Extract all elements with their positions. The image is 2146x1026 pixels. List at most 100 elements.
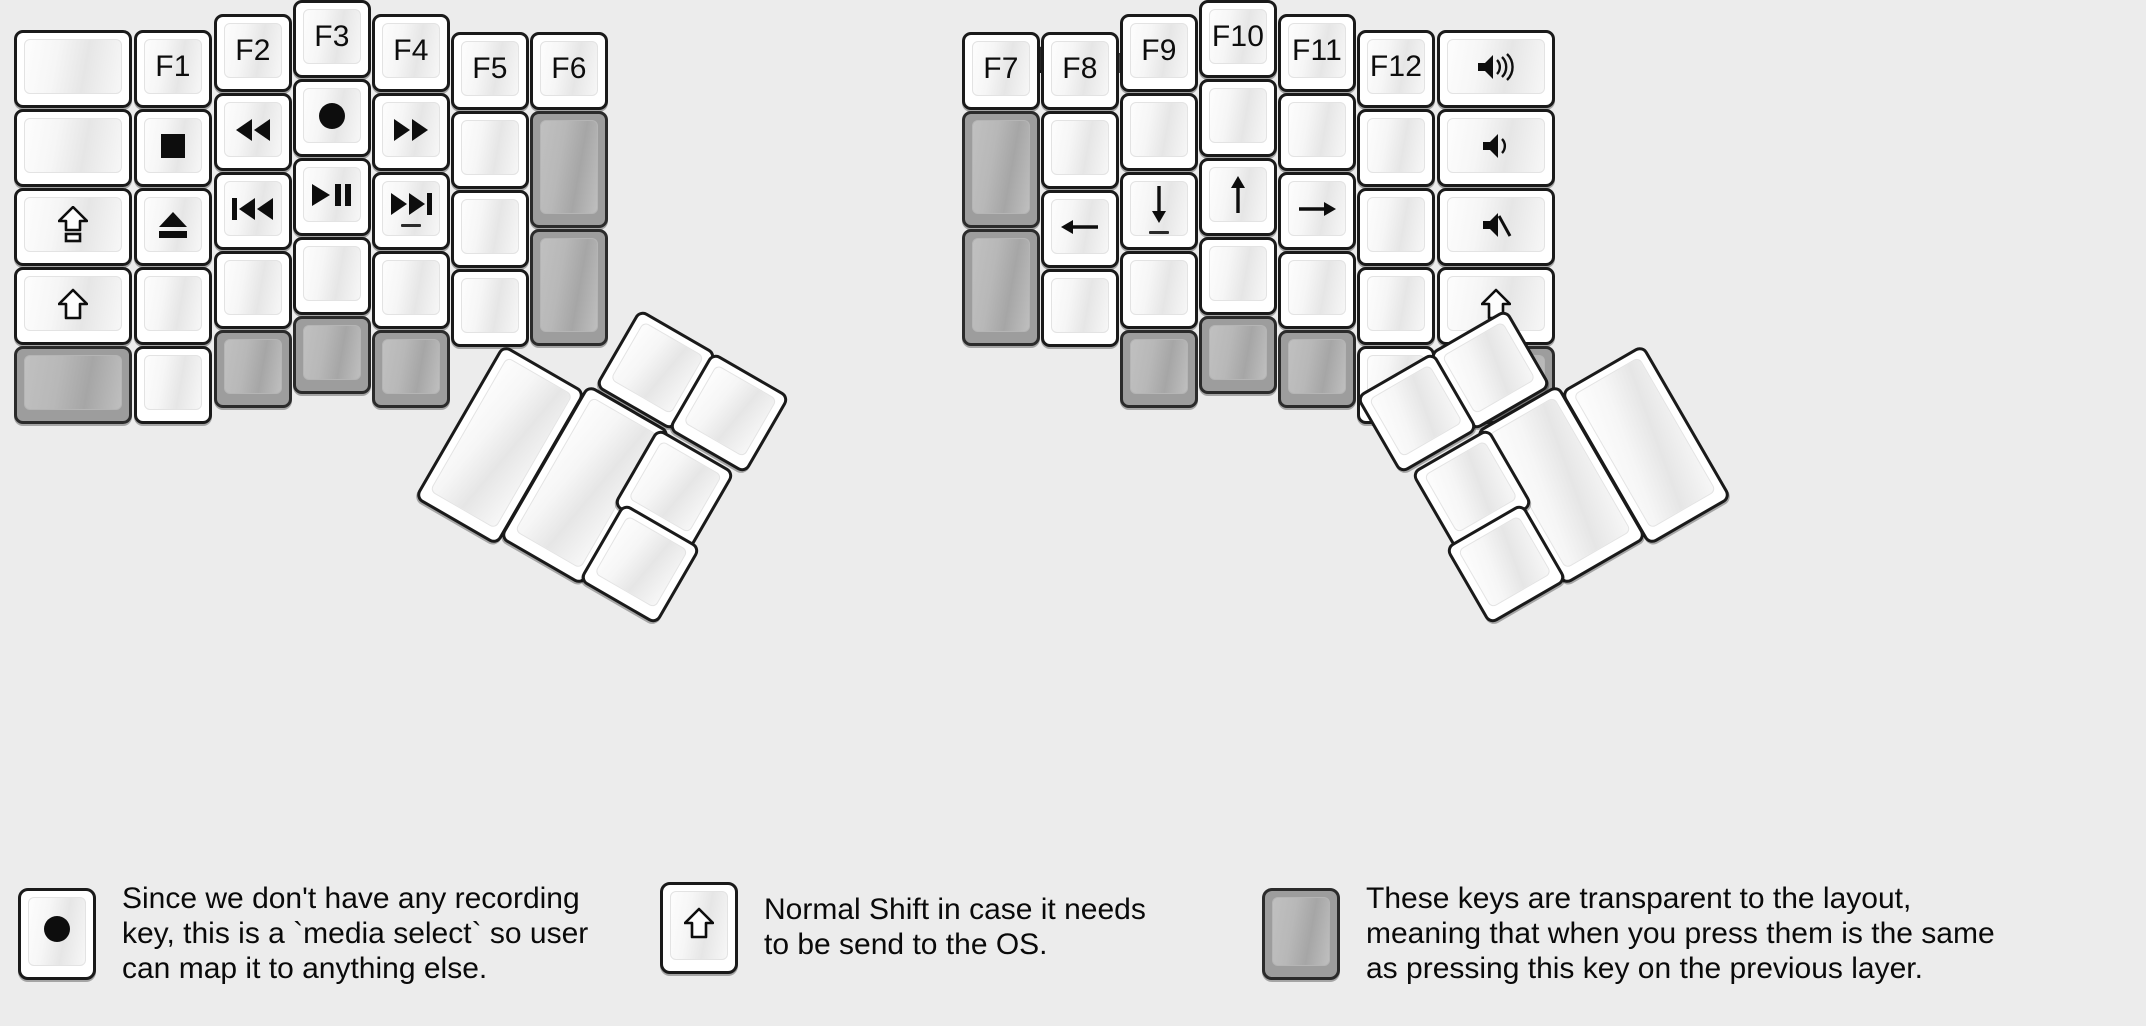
left-ring-column-key-2[interactable] (214, 172, 292, 250)
right-middle-column-key-3[interactable] (1199, 237, 1277, 315)
keycap-face (1130, 339, 1188, 394)
left-ring-column-key-4[interactable] (214, 330, 292, 408)
keycap-face: F1 (144, 39, 202, 94)
right-ring-column-key-2[interactable] (1278, 172, 1356, 250)
right-ring-column-key-3[interactable] (1278, 251, 1356, 329)
right-middle-column-key-2[interactable] (1199, 158, 1277, 236)
key-underline-marker (1149, 230, 1169, 234)
right-innermost-column-key-1[interactable] (962, 111, 1040, 228)
right-middle-column-key-4[interactable] (1199, 316, 1277, 394)
right-outer-right-column-key-0[interactable] (1437, 30, 1555, 108)
right-innermost-column-key-0[interactable]: F7 (962, 32, 1040, 110)
legend-description-2: Normal Shift in case it needs to be send… (764, 893, 1146, 961)
keycap-face (303, 325, 361, 380)
keycap-face: F7 (972, 41, 1030, 96)
left-outer-left-column-key-2[interactable] (14, 188, 132, 266)
right-index-column-key-2[interactable] (1120, 172, 1198, 250)
left-pinky-column-key-3[interactable] (134, 267, 212, 345)
right-ring-column-key-1[interactable] (1278, 93, 1356, 171)
keycap-face (24, 118, 122, 173)
key-label: F6 (551, 51, 587, 85)
left-pinky-column-key-2[interactable] (134, 188, 212, 266)
key-label: F3 (314, 19, 350, 53)
keycap-face (24, 355, 122, 410)
left-pinky-column-key-0[interactable]: F1 (134, 30, 212, 108)
keycap-face (1209, 167, 1267, 222)
keycap-face: F9 (1130, 23, 1188, 78)
right-index-column-key-4[interactable] (1120, 330, 1198, 408)
right-outer-right-column-key-1[interactable] (1437, 109, 1555, 187)
keycap-face (382, 181, 440, 236)
left-inner-index-column-key-2[interactable] (451, 190, 529, 268)
right-pinky-column-key-0[interactable]: F12 (1357, 30, 1435, 108)
legend-item-2: Normal Shift in case it needs to be send… (660, 882, 1146, 974)
keycap-face (1209, 88, 1267, 143)
volume-up-icon (1474, 52, 1518, 82)
right-index-column-key-0[interactable]: F9 (1120, 14, 1198, 92)
right-index-column-key-3[interactable] (1120, 251, 1198, 329)
right-ring-column-key-4[interactable] (1278, 330, 1356, 408)
left-ring-column-key-3[interactable] (214, 251, 292, 329)
legend-panel (8, 866, 2136, 1018)
left-middle-column-key-3[interactable] (293, 237, 371, 315)
left-pinky-column-key-1[interactable] (134, 109, 212, 187)
keycap-face (1051, 278, 1109, 333)
left-middle-column-key-0[interactable]: F3 (293, 0, 371, 78)
key-label: F11 (1291, 33, 1343, 67)
key-label: F12 (1369, 49, 1423, 83)
left-innermost-column-key-2[interactable] (530, 229, 608, 346)
media-rewind-icon (233, 117, 273, 143)
right-pinky-column-key-1[interactable] (1357, 109, 1435, 187)
keycap-face: F10 (1209, 9, 1267, 64)
key-label: F9 (1141, 33, 1177, 67)
keycap-face: F2 (224, 23, 282, 78)
left-inner-index-column-key-1[interactable] (451, 111, 529, 189)
keycap-face (1051, 120, 1109, 175)
left-middle-column-key-1[interactable] (293, 79, 371, 157)
left-inner-index-column-key-3[interactable] (451, 269, 529, 347)
right-index-column-key-1[interactable] (1120, 93, 1198, 171)
right-middle-column-key-1[interactable] (1199, 79, 1277, 157)
keycap-face (224, 260, 282, 315)
right-inner-index-column-key-2[interactable] (1041, 190, 1119, 268)
right-outer-right-column-key-2[interactable] (1437, 188, 1555, 266)
left-index-column-key-2[interactable] (372, 172, 450, 250)
left-outer-left-column-key-4[interactable] (14, 346, 132, 424)
left-outer-left-column-key-3[interactable] (14, 267, 132, 345)
volume-down-icon (1479, 131, 1513, 161)
left-middle-column-key-2[interactable] (293, 158, 371, 236)
right-inner-index-column-key-3[interactable] (1041, 269, 1119, 347)
keycap-face (540, 120, 598, 214)
left-innermost-column-key-0[interactable]: F6 (530, 32, 608, 110)
right-middle-column-key-0[interactable]: F10 (1199, 0, 1277, 78)
legend-item-3: These keys are transparent to the layout… (1262, 882, 1995, 986)
keycap-face: F6 (540, 41, 598, 96)
right-inner-index-column-key-0[interactable]: F8 (1041, 32, 1119, 110)
right-pinky-column-key-2[interactable] (1357, 188, 1435, 266)
left-index-column-key-1[interactable] (372, 93, 450, 171)
right-pinky-column-key-3[interactable] (1357, 267, 1435, 345)
left-index-column-key-3[interactable] (372, 251, 450, 329)
left-innermost-column-key-1[interactable] (530, 111, 608, 228)
left-middle-column-key-4[interactable] (293, 316, 371, 394)
right-outer-right-column-key-3[interactable] (1437, 267, 1555, 345)
left-ring-column-key-0[interactable]: F2 (214, 14, 292, 92)
right-ring-column-key-0[interactable]: F11 (1278, 14, 1356, 92)
left-index-column-key-0[interactable]: F4 (372, 14, 450, 92)
legend-description-1: Since we don't have any recording key, t… (122, 882, 589, 985)
left-outer-left-column-key-0[interactable] (14, 30, 132, 108)
keycap-face (144, 276, 202, 331)
keycap-face (24, 39, 122, 94)
keycap-face (1209, 325, 1267, 380)
left-outer-left-column-key-1[interactable] (14, 109, 132, 187)
left-inner-index-column-key-0[interactable]: F5 (451, 32, 529, 110)
keycap-face (1209, 246, 1267, 301)
left-ring-column-key-1[interactable] (214, 93, 292, 171)
right-innermost-column-key-2[interactable] (962, 229, 1040, 346)
right-inner-index-column-key-1[interactable] (1041, 111, 1119, 189)
keycap-face (1447, 39, 1545, 94)
left-pinky-column-key-4[interactable] (134, 346, 212, 424)
keycap-face (972, 120, 1030, 214)
left-index-column-key-4[interactable] (372, 330, 450, 408)
keycap-face (303, 88, 361, 143)
